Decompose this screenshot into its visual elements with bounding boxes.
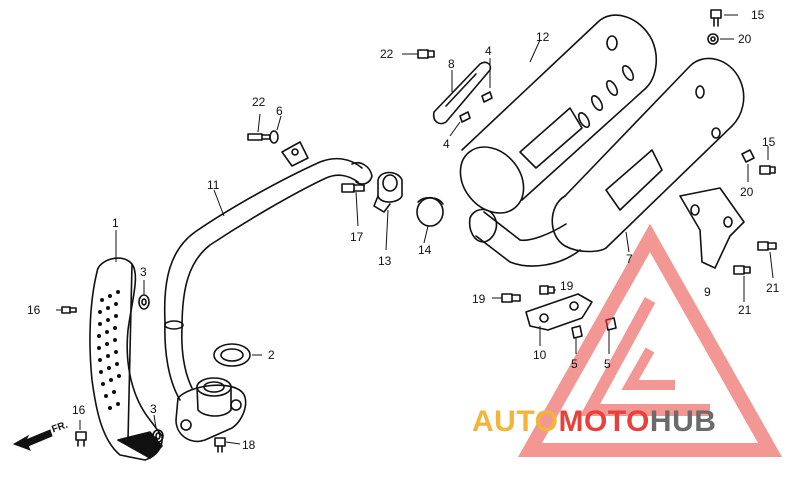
callout-22-left: 22 bbox=[252, 95, 266, 109]
callout-8: 8 bbox=[448, 57, 455, 71]
callout-18: 18 bbox=[242, 438, 256, 452]
callout-13: 13 bbox=[378, 254, 392, 268]
watermark-text: AUTOMOTOHUB bbox=[472, 405, 716, 439]
front-arrow-icon bbox=[12, 429, 53, 451]
exhaust-flange bbox=[175, 377, 247, 442]
nut-20-right bbox=[741, 149, 755, 163]
bolt-15-top bbox=[710, 9, 722, 27]
callout-6: 6 bbox=[276, 104, 283, 118]
bolt-18 bbox=[214, 437, 226, 453]
screw-4-lower bbox=[459, 111, 471, 123]
mount-bracket bbox=[525, 293, 593, 331]
callout-7: 7 bbox=[626, 252, 633, 266]
watermark-hub: HUB bbox=[649, 405, 717, 438]
bolt-19-right bbox=[539, 285, 555, 295]
callout-4-lower: 4 bbox=[443, 137, 450, 151]
callout-20-top: 20 bbox=[738, 32, 752, 46]
nut-5-left bbox=[571, 325, 583, 339]
callout-21-right: 21 bbox=[766, 281, 780, 295]
bolt-21-lower bbox=[733, 265, 751, 275]
callout-16-lower: 16 bbox=[72, 403, 86, 417]
callout-3-upper: 3 bbox=[140, 265, 147, 279]
callout-9: 9 bbox=[704, 285, 711, 299]
callout-12: 12 bbox=[536, 30, 550, 44]
callout-17: 17 bbox=[350, 230, 364, 244]
callout-1: 1 bbox=[112, 216, 119, 230]
callout-11: 11 bbox=[207, 178, 220, 192]
bolt-15-right bbox=[759, 165, 776, 175]
callout-22-upper: 22 bbox=[380, 47, 394, 61]
nut-3-lower bbox=[152, 429, 164, 443]
callout-15-right: 15 bbox=[762, 135, 776, 149]
callout-21-lower: 21 bbox=[738, 303, 752, 317]
watermark-logo-icon bbox=[517, 223, 783, 457]
callout-5-left: 5 bbox=[571, 357, 578, 371]
bolt-19-left bbox=[501, 293, 521, 303]
bolt-21-right bbox=[757, 241, 777, 251]
muffler-7 bbox=[468, 57, 745, 267]
exhaust-gasket bbox=[213, 343, 251, 367]
muffler-12 bbox=[459, 14, 658, 214]
callout-19-left: 19 bbox=[472, 292, 486, 306]
callout-10: 10 bbox=[533, 348, 547, 362]
callout-16-upper: 16 bbox=[27, 303, 41, 317]
bolt-16-lower bbox=[75, 431, 87, 447]
callout-4-upper: 4 bbox=[485, 44, 492, 58]
bolt-washer-upper bbox=[247, 130, 279, 144]
bolt-17 bbox=[341, 183, 365, 193]
exhaust-pipe bbox=[163, 141, 373, 401]
pipe-clamp bbox=[373, 171, 403, 213]
nut-3-upper bbox=[138, 294, 150, 310]
heat-shield bbox=[89, 257, 163, 461]
washer-20-top bbox=[707, 33, 719, 45]
callout-14: 14 bbox=[418, 243, 432, 257]
callout-19-right: 19 bbox=[560, 279, 574, 293]
callout-5-right: 5 bbox=[604, 357, 611, 371]
muffler-bracket bbox=[679, 187, 745, 269]
leader-lines bbox=[56, 14, 774, 445]
callout-3-lower: 3 bbox=[150, 402, 157, 416]
bolt-22-upper bbox=[417, 49, 435, 59]
watermark-auto: AUTO bbox=[472, 405, 559, 438]
screw-4-upper bbox=[481, 91, 493, 103]
muffler-gasket bbox=[416, 196, 444, 227]
watermark-moto: MOTO bbox=[558, 405, 650, 438]
callout-2: 2 bbox=[268, 348, 275, 362]
callout-15-top: 15 bbox=[751, 8, 765, 22]
callout-20-right: 20 bbox=[740, 185, 754, 199]
bolt-16-upper bbox=[61, 306, 77, 314]
